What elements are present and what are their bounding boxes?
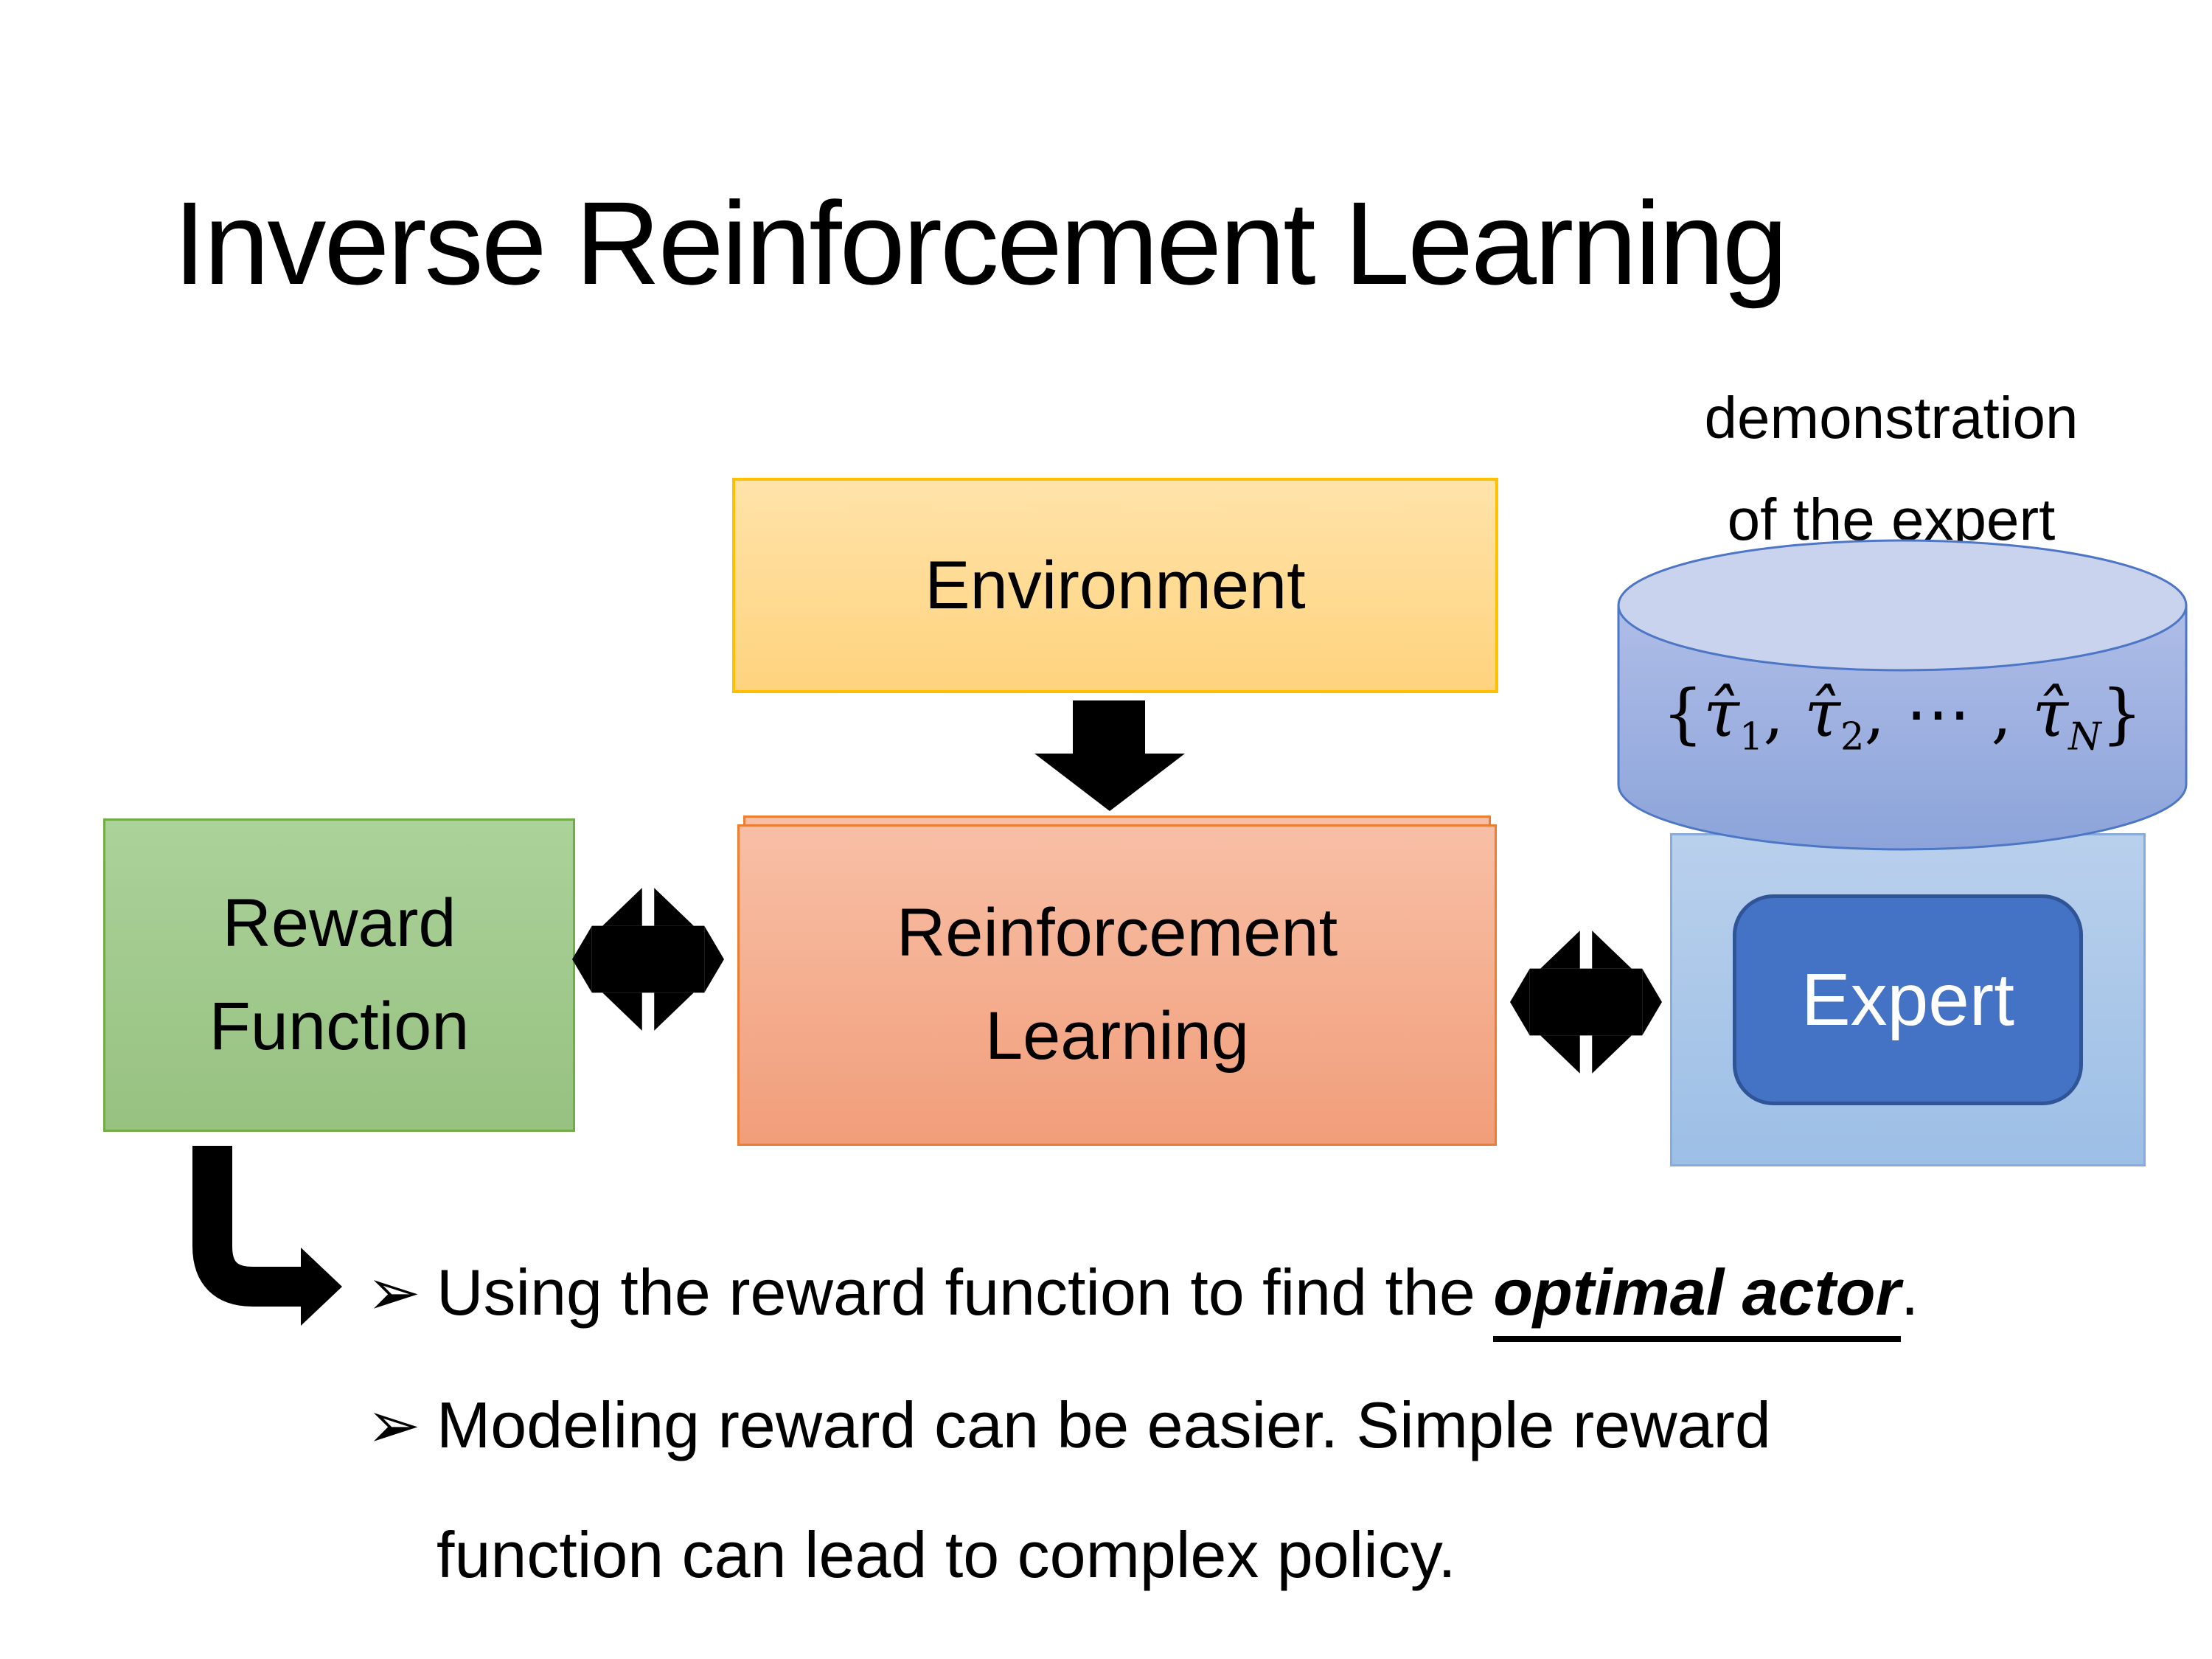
- bullet-arrow-icon: ➢: [366, 1388, 421, 1461]
- double-arrow-icon: [572, 888, 724, 1031]
- reinforcement-learning-line-2: Learning: [984, 998, 1250, 1074]
- reward-function-box: Reward Function: [103, 818, 575, 1132]
- bullet-arrow-icon: ➢: [366, 1256, 421, 1329]
- reinforcement-learning-line-1: Reinforcement: [896, 895, 1338, 971]
- reward-function-line-2: Function: [209, 988, 470, 1064]
- demonstration-line-1: demonstration: [1704, 385, 2079, 451]
- database-cylinder-icon: [1617, 539, 2188, 851]
- reward-function-line-1: Reward: [222, 885, 456, 961]
- down-arrow-icon: [1034, 700, 1185, 811]
- expert-box: Expert: [1733, 894, 2083, 1105]
- bullet-2-text: Modeling reward can be easier. Simple re…: [437, 1388, 1771, 1591]
- expert-label: Expert: [1801, 958, 2014, 1041]
- bullet-item-2: ➢ Modeling reward can be easier. Simple …: [366, 1360, 2059, 1620]
- environment-label: Environment: [925, 547, 1306, 623]
- bullet-1-text: Using the reward function to find the op…: [437, 1256, 1919, 1342]
- double-arrow-icon: [1510, 931, 1662, 1074]
- trajectory-set-label: {τ̂1, τ̂2, ⋯ , τ̂N}: [1662, 675, 2143, 759]
- environment-box: Environment: [732, 478, 1498, 693]
- reinforcement-learning-box: Reinforcement Learning: [737, 824, 1497, 1146]
- demonstration-label: demonstration of the expert: [1593, 367, 2190, 570]
- bent-arrow-icon: [192, 1146, 342, 1326]
- optimal-actor-emphasis: optimal actor: [1493, 1256, 1901, 1342]
- page-title: Inverse Reinforcement Learning: [173, 177, 1788, 309]
- bullet-item-1: ➢ Using the reward function to find the …: [366, 1253, 1919, 1342]
